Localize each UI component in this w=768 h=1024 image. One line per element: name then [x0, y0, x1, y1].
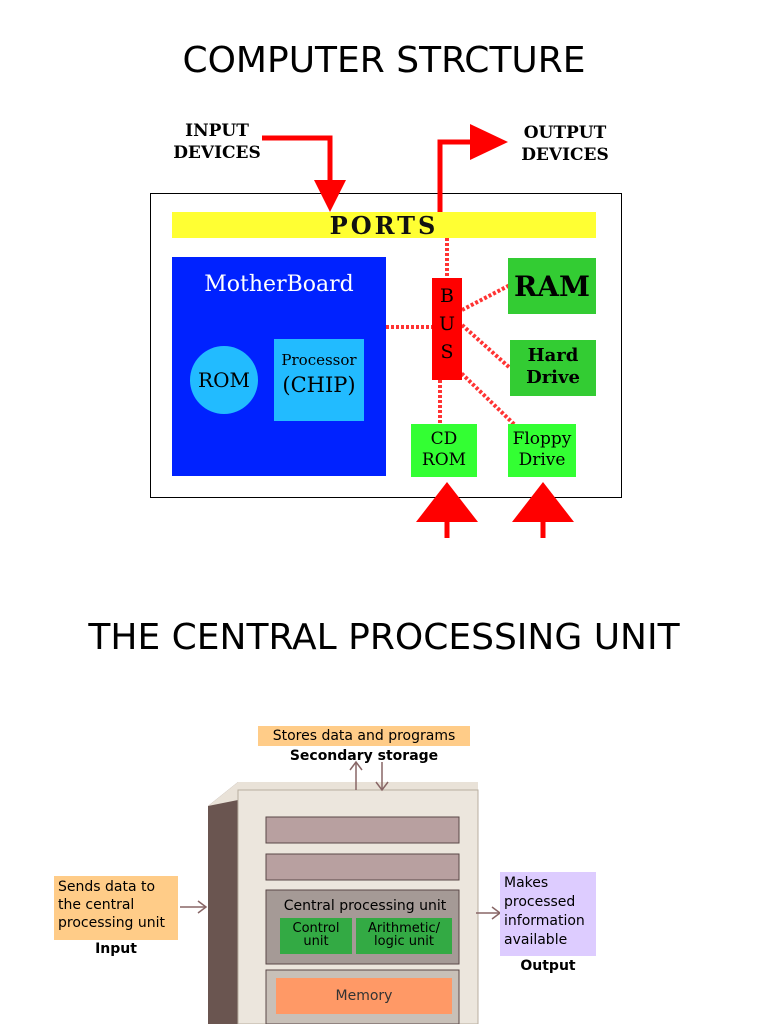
computer-case-box [150, 193, 622, 498]
output-label: Output [520, 958, 576, 974]
rom-circle: ROM [190, 346, 258, 414]
tower-side [208, 782, 238, 1024]
bus-to-harddrive-line [460, 323, 512, 370]
cd-rom-box: CD ROM [411, 424, 477, 477]
input-arrow-head-2 [197, 900, 208, 914]
control-unit-box: Control unit [280, 918, 352, 954]
output-devices-label: OUTPUT DEVICES [521, 123, 609, 165]
drive-bay-1 [265, 816, 460, 844]
cdrom-arrow-head [416, 482, 478, 522]
input-arrow-line [262, 135, 333, 190]
floppy-arrow-head [512, 482, 574, 522]
motherboard-label: MotherBoard [204, 272, 354, 297]
storage-up-arrow-head [349, 760, 363, 771]
floppy-drive-box: Floppy Drive [508, 424, 576, 477]
ram-box: RAM [508, 258, 596, 314]
slide2-title: THE CENTRAL PROCESSING UNIT [88, 617, 680, 658]
bus-to-ram-line [461, 283, 511, 312]
cpu-label: Central processing unit [283, 898, 447, 914]
structure-connectors [262, 124, 574, 538]
bus-box: B U S [432, 278, 462, 380]
secondary-storage-label: Secondary storage [289, 748, 439, 764]
input-devices-label: INPUT DEVICES [173, 121, 261, 163]
input-desc-box: Sends data to the central processing uni… [54, 876, 178, 940]
storage-down-arrow-head [375, 781, 389, 792]
drive-bay-2 [265, 853, 460, 881]
secondary-storage-desc: Stores data and programs [258, 726, 470, 746]
memory-box: Memory [276, 978, 452, 1014]
output-arrow-head [470, 124, 508, 160]
output-desc-box: Makes processed information available [500, 872, 596, 956]
alu-box: Arithmetic/ logic unit [356, 918, 452, 954]
output-arrow-line [437, 139, 475, 212]
input-label: Input [95, 941, 137, 957]
ports-bar: PORTS [172, 211, 596, 240]
hard-drive-box: Hard Drive [510, 340, 596, 396]
input-arrow-head [314, 180, 346, 212]
slide1-title: COMPUTER STRCTURE [182, 40, 586, 81]
bus-to-floppy-line [456, 368, 520, 430]
processor-box: Processor (CHIP) [274, 339, 364, 421]
